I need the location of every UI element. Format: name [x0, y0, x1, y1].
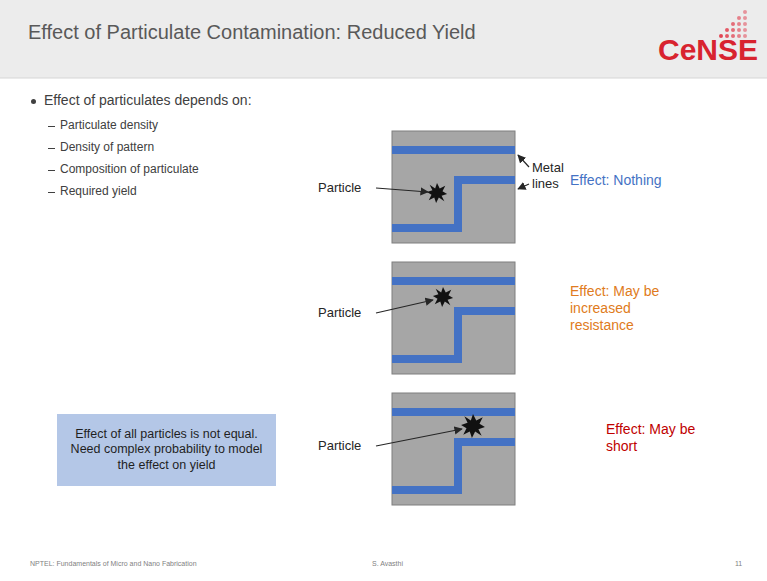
leader-lines: [376, 155, 529, 446]
wafer-panel: [392, 262, 515, 374]
footer-text: S. Avasthi: [372, 560, 403, 568]
sub-bullet: Required yield: [46, 184, 137, 198]
effect-text: Effect: May be short: [606, 421, 696, 455]
particle-label: Particle: [318, 180, 361, 196]
note-box: Effect of all particles is not equal. Ne…: [57, 414, 276, 486]
footer-text: NPTEL: Fundamentals of Micro and Nano Fa…: [30, 560, 197, 568]
sub-bullet: Density of pattern: [46, 140, 154, 154]
page-number: 11: [735, 560, 742, 568]
wafer-panel: [392, 131, 515, 243]
effect-text: Effect: Nothing: [570, 172, 662, 189]
sub-bullet: Composition of particulate: [46, 162, 199, 176]
slide-title: Effect of Particulate Contamination: Red…: [28, 20, 476, 44]
note-text: Effect of all particles is not equal. Ne…: [67, 427, 266, 474]
sub-bullet: Particulate density: [46, 118, 158, 132]
bullet-text: Effect of particulates depends on:: [30, 92, 252, 109]
particle-label: Particle: [318, 305, 361, 321]
header-rule: [0, 78, 767, 79]
wafer-panel: [392, 393, 515, 505]
particle-label: Particle: [318, 438, 361, 454]
logo-text: CeNSE: [658, 32, 758, 68]
metal-lines-label: Metal lines: [532, 160, 576, 191]
effect-text: Effect: May be increased resistance: [570, 283, 680, 333]
header-band: [0, 0, 767, 78]
